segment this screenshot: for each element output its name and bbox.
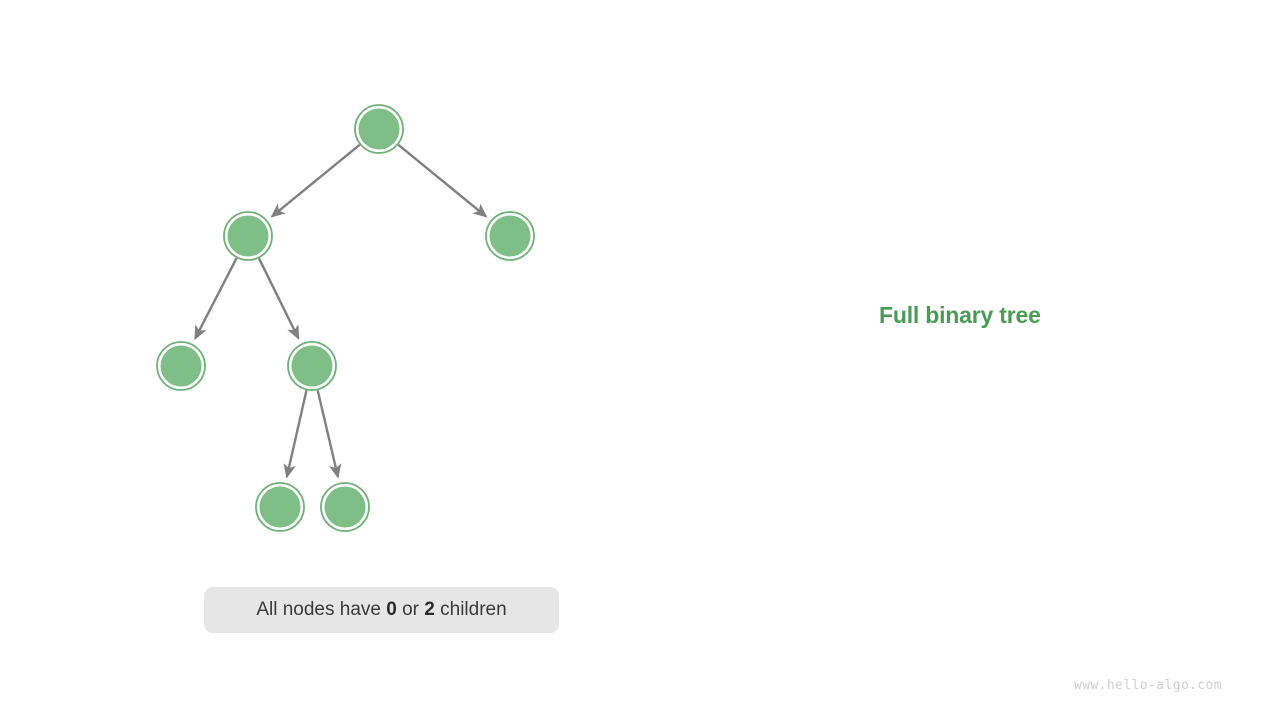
tree-edge [316,390,342,479]
tree-node [354,104,404,154]
site-watermark: www.hello-algo.com [1074,678,1223,693]
caption-value-two: 2 [424,599,435,620]
caption-badge: All nodes have 0 or 2 children [204,587,559,633]
page-title: Full binary tree [879,302,1041,328]
tree-node [223,211,273,261]
caption-suffix: children [434,599,507,620]
tree-node-fill [291,345,333,387]
tree-edge [194,257,238,341]
caption-prefix: All nodes have [256,599,387,620]
tree-node-fill [358,108,400,150]
tree-edge-layer [194,143,488,479]
tree-node-fill [489,215,531,257]
tree-node-fill [227,215,269,257]
tree-edge [283,390,308,479]
tree-node-fill [259,486,301,528]
tree-node [320,482,370,532]
tree-edge [257,257,300,340]
tree-node-fill [324,486,366,528]
caption-middle: or [396,599,425,620]
caption-value-zero: 0 [386,599,397,620]
tree-node-layer [156,104,535,532]
tree-node-fill [160,345,202,387]
tree-node [485,211,535,261]
tree-edge [270,143,361,218]
tree-node [255,482,305,532]
tree-node [156,341,206,391]
tree-edge [397,143,488,218]
tree-node [287,341,337,391]
caption-text: All nodes have 0 or 2 children [256,599,506,621]
